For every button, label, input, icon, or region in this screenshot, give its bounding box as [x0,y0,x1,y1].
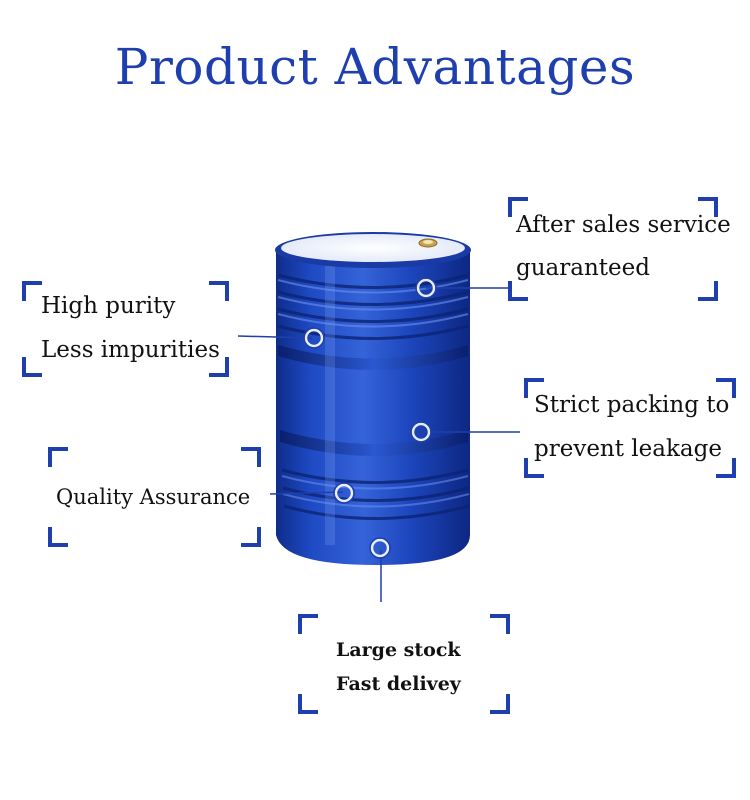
corner-bracket [716,378,736,398]
callout-quality [48,447,261,547]
quality-line1: Quality Assurance [56,485,251,509]
stock-line1: Large stock [336,639,461,661]
corner-bracket [524,458,544,478]
packing-line1: Strict packing to [534,392,730,418]
purity-line1: High purity [41,293,176,319]
corner-bracket [508,281,528,301]
corner-bracket [524,378,544,398]
callout-packing [524,378,736,478]
corner-bracket [241,527,261,547]
after-sales-line1: After sales service [516,212,731,238]
corner-bracket [298,694,318,714]
corner-bracket [490,694,510,714]
packing-line2: prevent leakage [534,436,722,462]
corner-bracket [508,197,528,217]
corner-bracket [490,614,510,634]
corner-bracket [22,357,42,377]
page-title: Product Advantages [114,38,636,96]
corner-bracket [209,357,229,377]
corner-bracket [298,614,318,634]
callout-purity [22,281,229,377]
corner-bracket [22,281,42,301]
callout-stock [298,614,510,714]
after-sales-line2: guaranteed [516,255,650,281]
purity-line2: Less impurities [41,337,220,363]
corner-bracket [698,197,718,217]
corner-bracket [48,447,68,467]
stock-line2: Fast delivey [336,673,461,695]
corner-bracket [48,527,68,547]
corner-bracket [241,447,261,467]
corner-bracket [716,458,736,478]
corner-bracket [698,281,718,301]
callout-after-sales [508,197,718,301]
corner-bracket [209,281,229,301]
